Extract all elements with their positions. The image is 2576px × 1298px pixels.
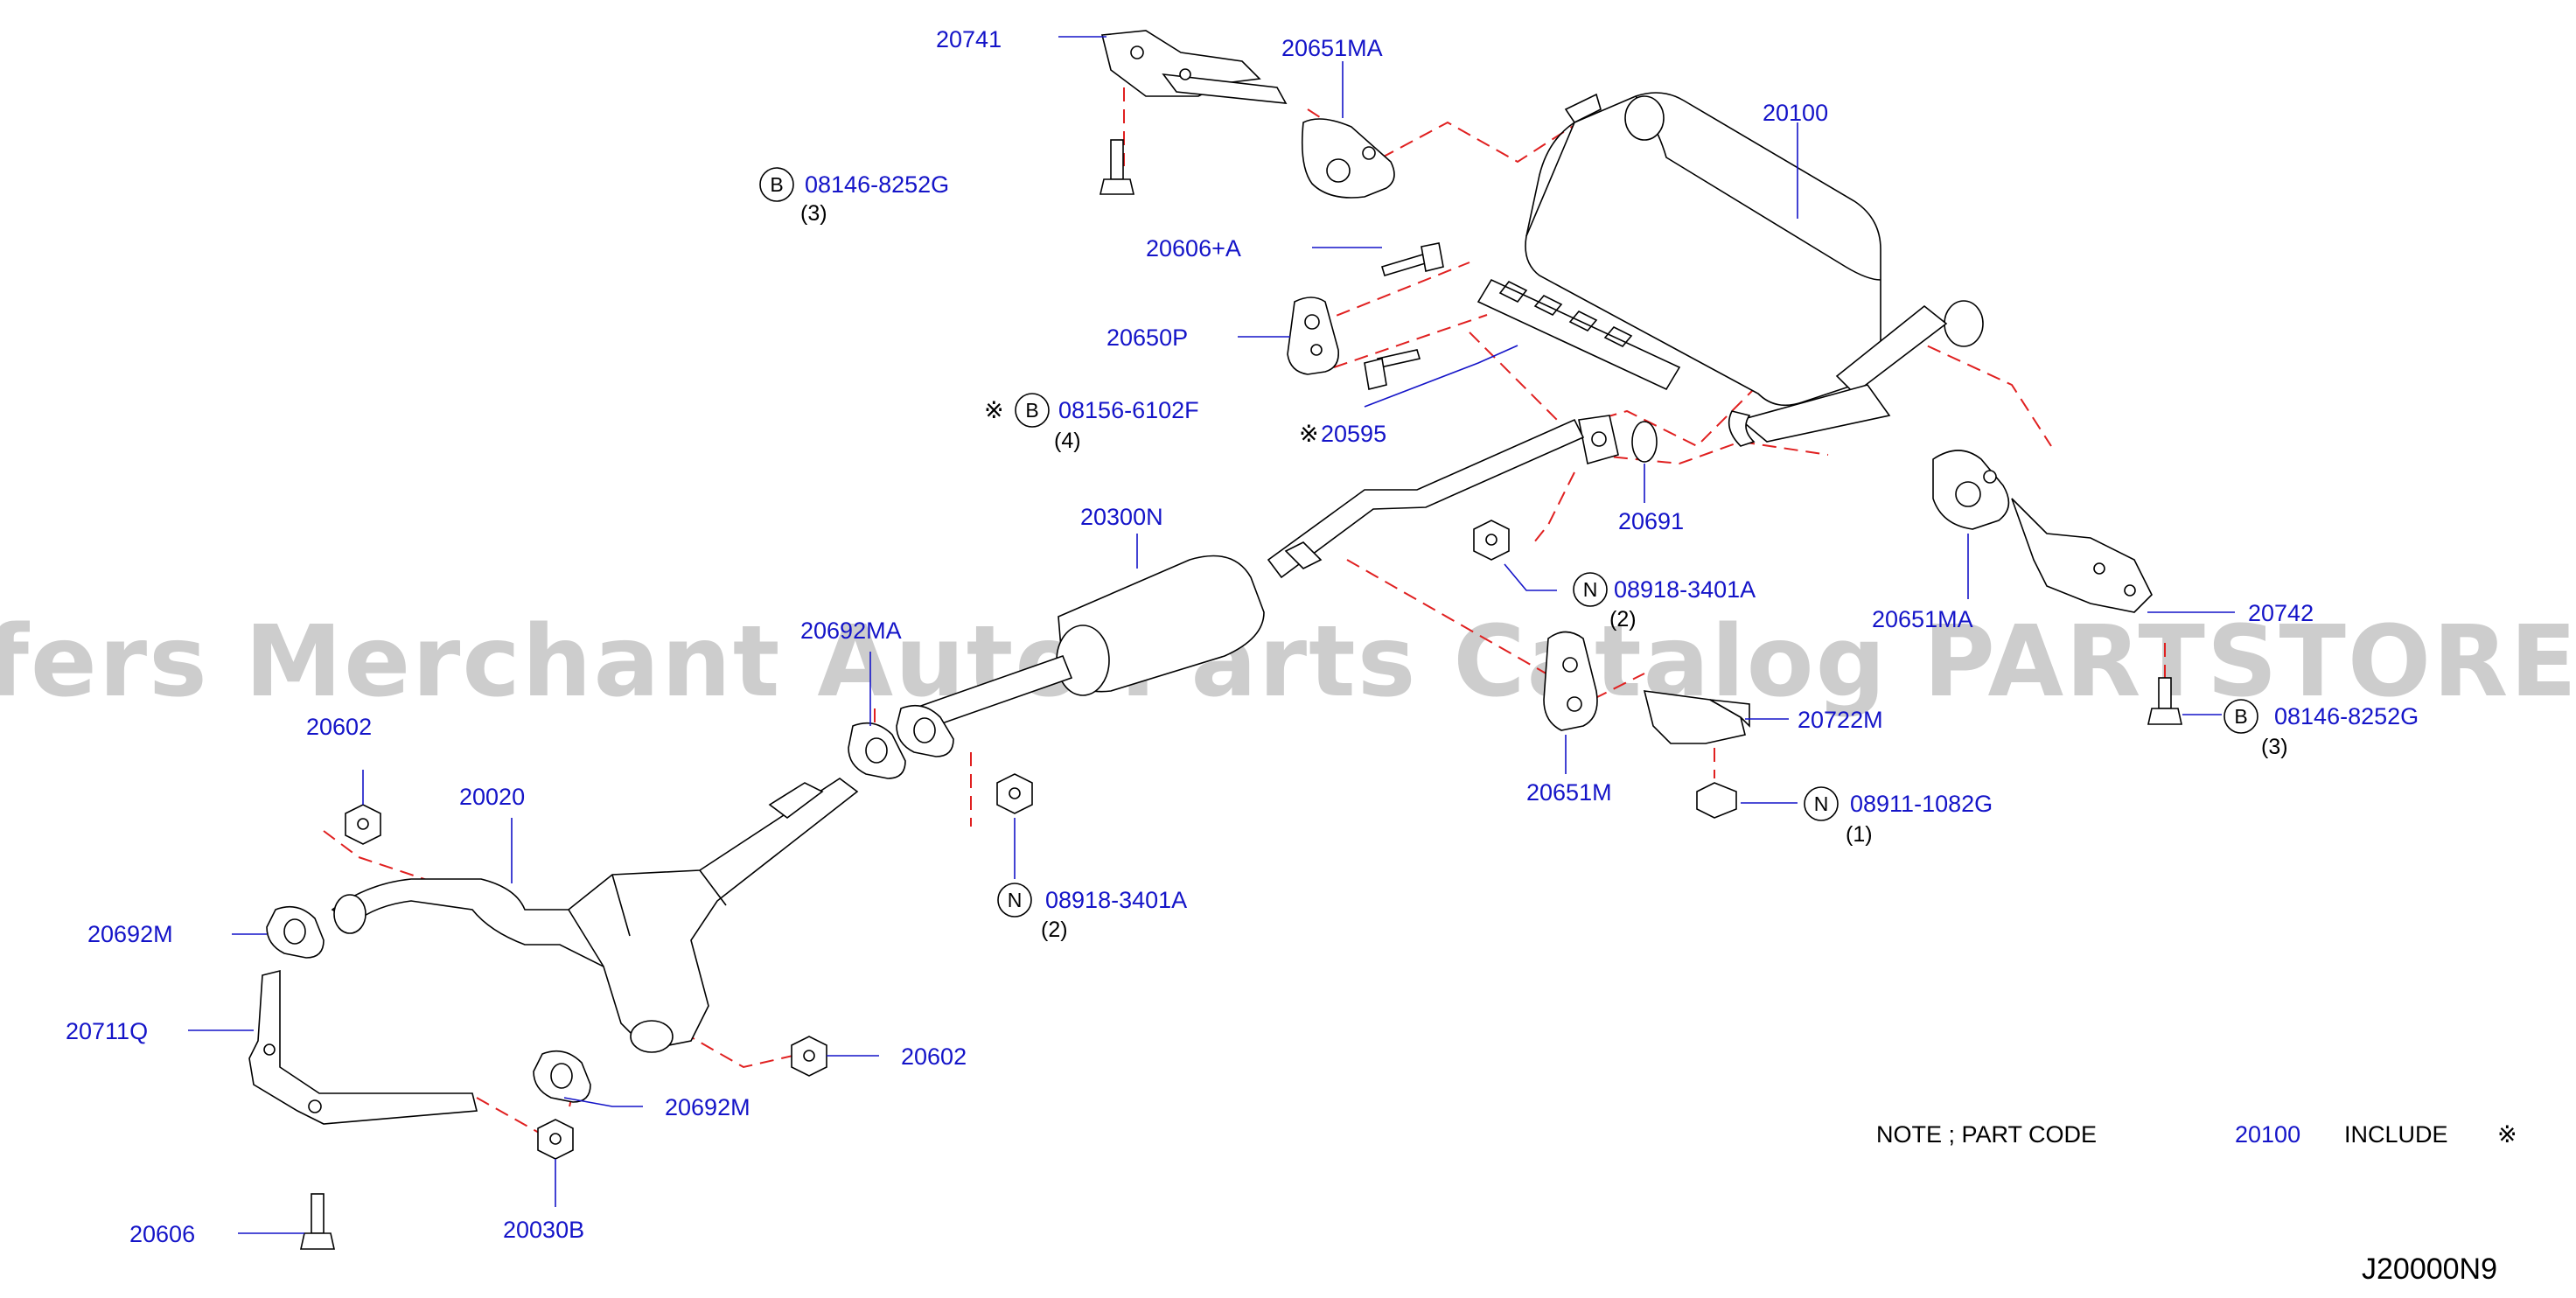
label-20741[interactable]: 20741 (936, 26, 1002, 52)
part-20692M-gasket-left (266, 905, 325, 959)
label-08918-3401A-top[interactable]: 08918-3401A (1614, 576, 1756, 603)
circled-symbols: B B N B N N (759, 167, 2258, 918)
nut-symbol-08918-bottom: N (997, 883, 1032, 918)
label-08156-6102F[interactable]: 08156-6102F (1058, 397, 1199, 423)
note-prefix: NOTE ; PART CODE (1876, 1121, 2097, 1148)
qty-08911: (1) (1846, 822, 1873, 847)
part-20100-muffler (1525, 92, 1984, 447)
qty-08146-right: (3) (2261, 735, 2288, 759)
label-08918-3401A-bottom[interactable]: 08918-3401A (1045, 887, 1187, 913)
ref-mark-20595: ※ (1299, 421, 1319, 447)
part-08918-nut-lower (996, 773, 1033, 814)
part-20606-bolt (300, 1193, 335, 1250)
label-20030B[interactable]: 20030B (503, 1217, 584, 1243)
label-20692MA[interactable]: 20692MA (800, 618, 902, 644)
bolt-symbol-08146-top: B (759, 167, 794, 202)
label-20691[interactable]: 20691 (1618, 508, 1684, 534)
label-20692M-bottom[interactable]: 20692M (665, 1094, 750, 1120)
part-20692M-gasket-bottom (533, 1050, 591, 1103)
label-20602-bottom[interactable]: 20602 (901, 1043, 967, 1070)
part-20711Q-bracket (248, 969, 478, 1125)
part-20030B-nut (537, 1119, 574, 1160)
label-20711Q[interactable]: 20711Q (66, 1018, 148, 1044)
part-center-flange (1578, 415, 1619, 465)
qty-08918-bottom: (2) (1041, 918, 1068, 942)
nut-symbol-08918-top: N (1573, 572, 1608, 607)
part-20742-bracket (2011, 498, 2153, 613)
svg-text:B: B (2234, 705, 2247, 728)
drawing-code: J20000N9 (2362, 1253, 2497, 1286)
svg-text:N: N (1583, 578, 1598, 601)
label-08911-1082G[interactable]: 08911-1082G (1850, 791, 1993, 817)
qty-08146-top: (3) (800, 201, 827, 226)
label-20300N[interactable]: 20300N (1080, 504, 1163, 530)
part-20020-front-tube (331, 778, 859, 1053)
label-20722M[interactable]: 20722M (1798, 707, 1883, 733)
label-20100[interactable]: 20100 (1763, 100, 1828, 126)
label-20650P[interactable]: 20650P (1106, 324, 1188, 351)
svg-text:B: B (1025, 399, 1038, 422)
label-08146-8252G-top[interactable]: 08146-8252G (805, 171, 949, 198)
label-20606A[interactable]: 20606+A (1146, 235, 1241, 262)
label-20651MA-top[interactable]: 20651MA (1281, 35, 1383, 61)
label-20651MA-right[interactable]: 20651MA (1872, 606, 1973, 632)
label-20742[interactable]: 20742 (2248, 600, 2314, 626)
note-symbol: ※ (2497, 1121, 2517, 1148)
part-20602-nut-top (345, 804, 381, 845)
part-08156-bolt (1364, 349, 1421, 390)
part-20300N-center-pipe (899, 418, 1585, 736)
nut-symbol-08911: N (1804, 786, 1839, 821)
part-20722M-bracket (1643, 690, 1750, 744)
leader-lines (188, 36, 2235, 1234)
label-20651M[interactable]: 20651M (1526, 779, 1612, 806)
part-08918-nut-upper (1473, 520, 1510, 561)
watermark: Offers Merchant Auto Parts Catalog PARTS… (0, 605, 2576, 719)
label-20606[interactable]: 20606 (129, 1221, 195, 1247)
part-08146-bolt-top (1099, 139, 1135, 195)
part-08911-nut (1696, 782, 1737, 819)
bolt-symbol-08146-right: B (2223, 699, 2258, 734)
part-20691-ring (1631, 421, 1658, 463)
note-part[interactable]: 20100 (2235, 1121, 2300, 1148)
part-20651M-rubber (1543, 631, 1598, 731)
part-08146-bolt-right (2147, 677, 2182, 725)
note-suffix: INCLUDE (2344, 1121, 2448, 1148)
label-08146-8252G-right[interactable]: 08146-8252G (2274, 703, 2419, 729)
part-20651MA-rubber-top (1301, 118, 1395, 199)
svg-text:B: B (770, 173, 783, 196)
bolt-symbol-08156: B (1015, 393, 1050, 428)
svg-text:N: N (1008, 889, 1023, 911)
label-20692M-left[interactable]: 20692M (87, 921, 173, 947)
part-20606A-bolt (1381, 242, 1444, 276)
qty-08918-top: (2) (1609, 607, 1637, 632)
qty-08156: (4) (1054, 429, 1081, 453)
part-20595-heat-shield (1476, 278, 1681, 391)
part-labels: 20741 20651MA 20100 08146-8252G (3) 2060… (66, 26, 2419, 1247)
label-20595[interactable]: 20595 (1321, 421, 1386, 447)
label-20602-top[interactable]: 20602 (306, 714, 372, 740)
svg-text:N: N (1814, 792, 1829, 815)
part-20650P-hanger (1287, 297, 1340, 375)
part-code-note: NOTE ; PART CODE 20100 INCLUDE ※ (1876, 1121, 2517, 1148)
part-20741-bracket (1100, 30, 1288, 104)
part-20692MA-gasket (848, 704, 954, 779)
part-20651MA-rubber-right (1932, 450, 2010, 530)
ref-mark-08156: ※ (984, 397, 1004, 423)
part-20602-nut-bottom (791, 1036, 827, 1077)
label-20020[interactable]: 20020 (459, 784, 525, 810)
